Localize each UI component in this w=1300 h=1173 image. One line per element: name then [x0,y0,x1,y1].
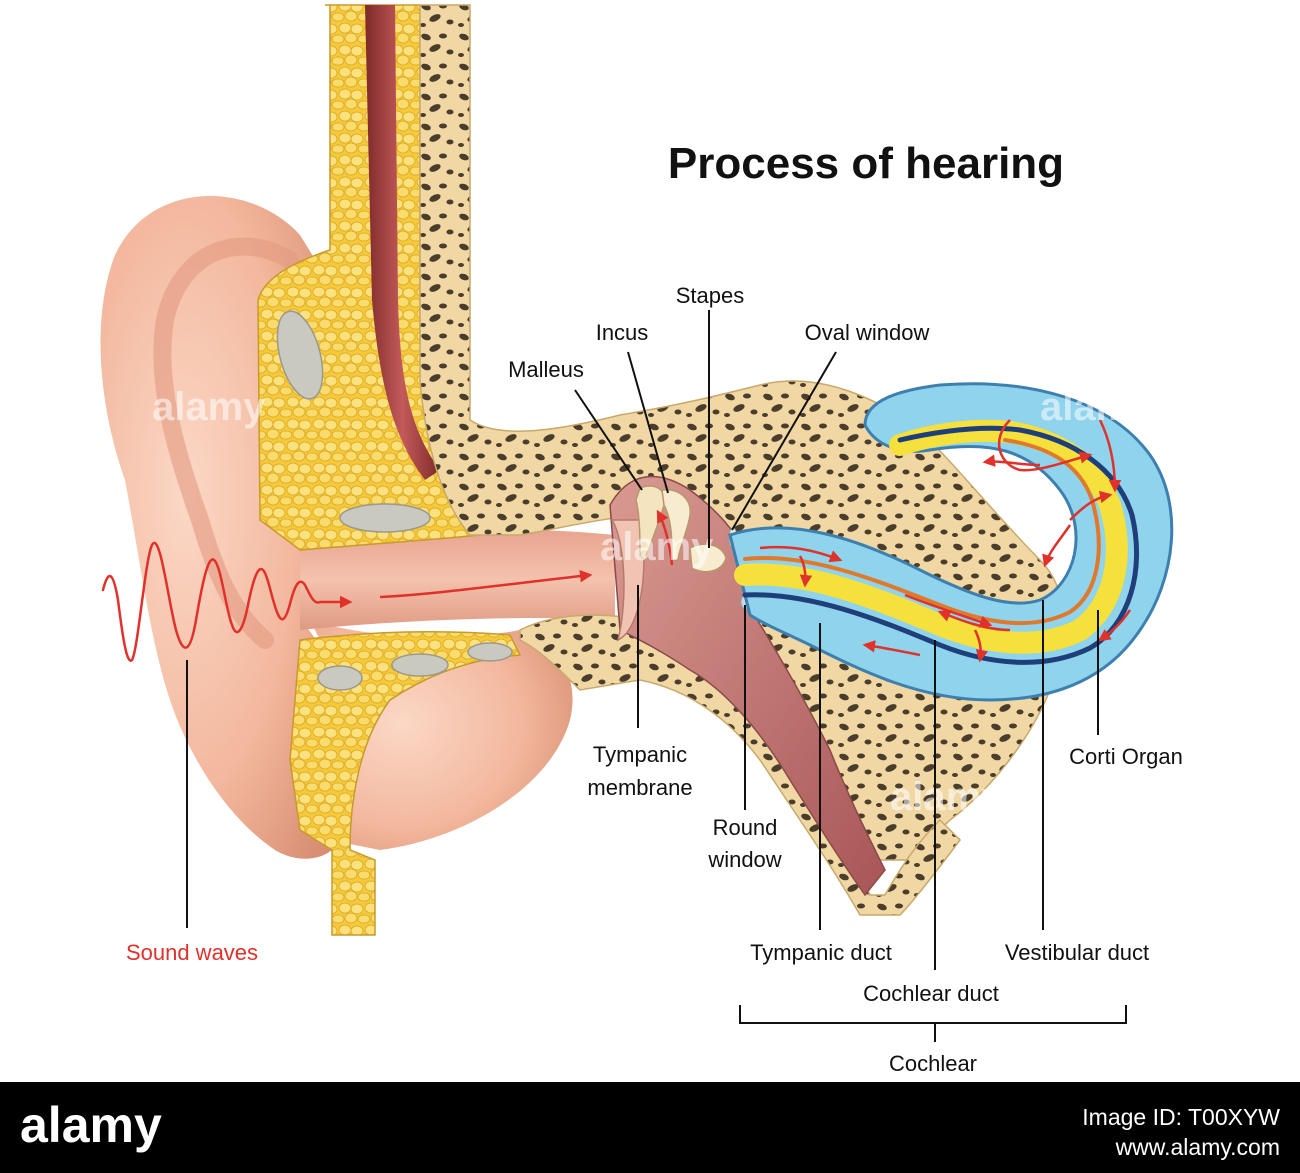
stock-bar: alamy Image ID: T00XYW www.alamy.com [0,1082,1300,1173]
cartilage-2 [339,503,431,533]
fluid-arrow-1 [759,545,843,563]
sound-wave-group [101,509,674,662]
label-round-window-line1: Round [713,815,778,840]
watermark-group: alamy alamy alamy alamy [152,385,1154,819]
label-oval-window: Oval window [805,320,930,345]
cartilage-5 [467,642,513,662]
label-tympanic-membrane-line2: membrane [587,775,692,800]
label-round-window-line2: window [707,847,781,872]
watermark-3: alamy [890,775,1004,819]
stock-image-id: Image ID: T00XYW [1082,1104,1280,1130]
fluid-arrow-8 [1097,609,1132,642]
label-vestibular-duct: Vestibular duct [1005,940,1149,965]
fluid-arrow-5 [998,419,1093,472]
watermark-4: alamy [1040,385,1154,429]
ear-canal [300,529,615,630]
stock-brand-logo: alamy [20,1097,162,1153]
label-tympanic-membrane-line1: Tympanic [593,742,687,767]
label-stapes: Stapes [676,283,745,308]
leader-lines [186,310,1127,1042]
leader-oval-window [731,351,837,531]
stock-bar-background [0,1082,1300,1173]
fluid-arrow-9 [1069,490,1113,521]
label-incus: Incus [596,320,649,345]
stapes-bone [689,543,727,573]
fluid-arrow-4 [973,629,989,663]
fat-lower [289,630,522,936]
fluid-arrow-7 [1098,419,1122,493]
watermark-2: alamy [600,525,714,569]
label-corti-organ: Corti Organ [1069,744,1183,769]
cochlea-core-yellow [734,419,1128,654]
stock-site-url: www.alamy.com [1115,1134,1280,1160]
fluid-arrow-11 [937,609,1011,632]
cartilage-3 [317,665,363,691]
cartilage-1 [276,310,324,400]
fluid-arrow-12 [862,640,921,657]
label-cochlear: Cochlear [889,1051,977,1076]
labels: Sound waves Tympanic membrane Round wind… [126,283,1183,1076]
sound-wave-arrow-2 [379,569,593,599]
label-sound-waves: Sound waves [126,940,258,965]
sound-wave [101,541,322,662]
malleus-bone [635,485,666,562]
leader-malleus [574,389,643,491]
incus-bone [661,489,691,561]
fluid-arrow-10 [1042,524,1072,568]
watermark-1: alamy [152,385,266,429]
cochlear-bracket [739,1005,1127,1042]
label-malleus: Malleus [508,357,584,382]
cochlea-membrane-blue [742,425,1140,665]
middle-ear [609,475,886,897]
diagram-title: Process of hearing [668,139,1064,188]
fluid-arrow-2 [798,555,813,588]
tympanic-cavity [609,475,886,897]
fluid-arrow-6 [982,454,1041,467]
ossicle-arrow [656,509,674,566]
leader-incus [627,351,669,494]
label-tympanic-duct: Tympanic duct [750,940,892,965]
blood-vessel [365,5,440,480]
label-cochlear-duct: Cochlear duct [863,981,999,1006]
cochlea [728,382,1174,702]
cochlea-membrane-orange [743,438,1101,626]
cartilage-4 [391,653,449,677]
